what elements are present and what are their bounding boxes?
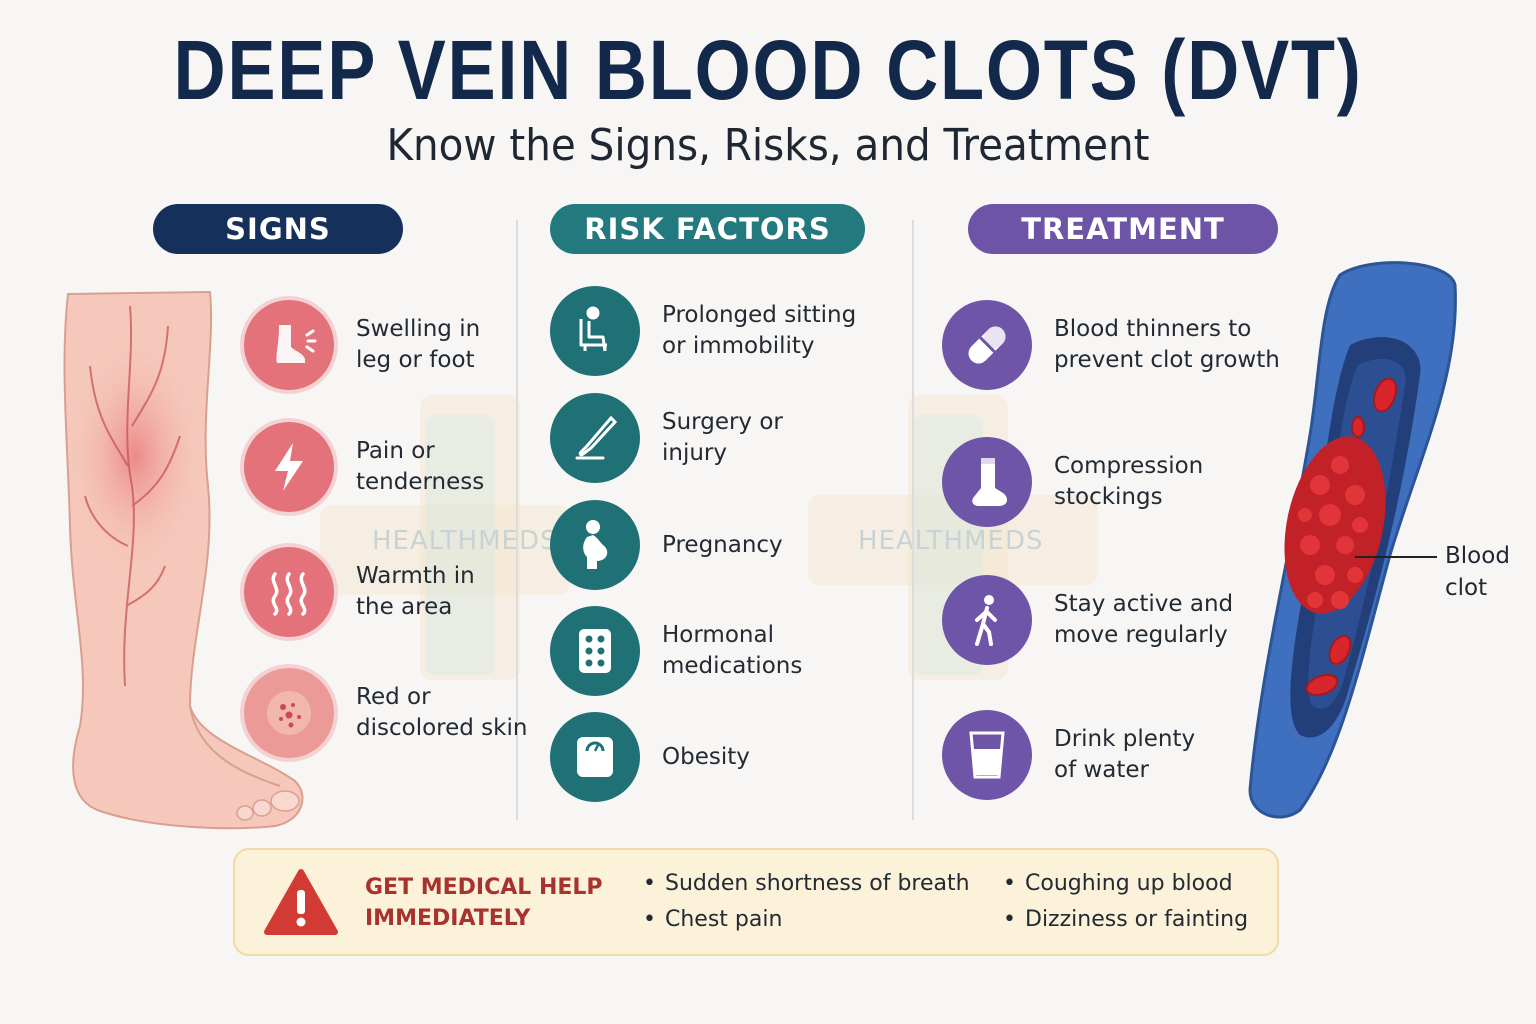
treatment-label-blood-thinners: Blood thinners to prevent clot growth — [1054, 316, 1280, 373]
alert-bullet: Dizziness or fainting — [1003, 902, 1248, 938]
vein-clot-illustration — [1248, 261, 1457, 819]
risk-item-pregnancy: Pregnancy — [550, 500, 783, 590]
sign-item-discolored: Red or discolored skin — [244, 668, 527, 758]
water-glass-icon — [942, 710, 1032, 800]
alert-heading: GET MEDICAL HELP IMMEDIATELY — [365, 875, 603, 931]
heat-waves-icon — [244, 547, 334, 637]
warning-triangle-icon — [264, 869, 338, 935]
clot-pointer-line — [1355, 556, 1437, 558]
risk-item-sitting: Prolonged sitting or immobility — [550, 286, 856, 376]
risk-label-obesity: Obesity — [662, 743, 750, 770]
treatment-item-blood-thinners: Blood thinners to prevent clot growth — [942, 300, 1280, 390]
page-subtitle: Know the Signs, Risks, and Treatment — [386, 120, 1150, 171]
watermark-text-right: HEALTHMEDS — [858, 526, 1044, 556]
column-divider-left — [516, 220, 518, 820]
page-title: DEEP VEIN BLOOD CLOTS (DVT) — [173, 23, 1363, 117]
treatment-heading: TREATMENT — [968, 204, 1278, 254]
signs-heading: SIGNS — [153, 204, 403, 254]
sign-label-discolored: Red or discolored skin — [356, 684, 528, 741]
risk-label-sitting: Prolonged sitting or immobility — [662, 302, 857, 359]
stocking-icon — [942, 437, 1032, 527]
capsule-icon — [942, 300, 1032, 390]
risk-label-hormonal: Hormonal medications — [662, 622, 803, 679]
alert-bullet: Coughing up blood — [1003, 866, 1248, 902]
treatment-item-water: Drink plenty of water — [942, 710, 1195, 800]
discolored-skin-icon — [244, 668, 334, 758]
alert-bullets-left: Sudden shortness of breath Chest pain — [643, 866, 970, 938]
treatment-item-stay-active: Stay active and move regularly — [942, 575, 1233, 665]
risk-label-surgery: Surgery or injury — [662, 409, 783, 466]
sign-item-pain: Pain or tenderness — [244, 422, 484, 512]
sign-item-swelling: Swelling in leg or foot — [244, 300, 480, 390]
alert-bullet: Sudden shortness of breath — [643, 866, 970, 902]
risk-item-obesity: Obesity — [550, 712, 750, 802]
pregnant-woman-icon — [550, 500, 640, 590]
leg-illustration — [63, 290, 304, 830]
treatment-item-compression: Compression stockings — [942, 437, 1203, 527]
treatment-label-compression: Compression stockings — [1054, 453, 1204, 510]
sign-label-pain: Pain or tenderness — [356, 438, 485, 495]
lightning-bolt-icon — [244, 422, 334, 512]
seated-person-icon — [550, 286, 640, 376]
sign-item-warmth: Warmth in the area — [244, 547, 475, 637]
treatment-label-stay-active: Stay active and move regularly — [1054, 591, 1234, 648]
alert-bullets-right: Coughing up blood Dizziness or fainting — [1003, 866, 1248, 938]
medical-help-alert: GET MEDICAL HELP IMMEDIATELY Sudden shor… — [233, 848, 1279, 956]
risk-item-hormonal: Hormonal medications — [550, 606, 802, 696]
weight-scale-icon — [550, 712, 640, 802]
scalpel-icon — [550, 393, 640, 483]
sign-label-warmth: Warmth in the area — [356, 563, 475, 620]
risk-factors-heading: RISK FACTORS — [550, 204, 865, 254]
column-divider-right — [912, 220, 914, 820]
walking-person-icon — [942, 575, 1032, 665]
risk-label-pregnancy: Pregnancy — [662, 531, 783, 558]
alert-bullet: Chest pain — [643, 902, 970, 938]
blood-clot-label: Blood clot — [1445, 543, 1510, 601]
sign-label-swelling: Swelling in leg or foot — [356, 316, 481, 373]
treatment-label-water: Drink plenty of water — [1054, 726, 1196, 783]
swollen-foot-icon — [244, 300, 334, 390]
pill-pack-icon — [550, 606, 640, 696]
risk-item-surgery: Surgery or injury — [550, 393, 783, 483]
